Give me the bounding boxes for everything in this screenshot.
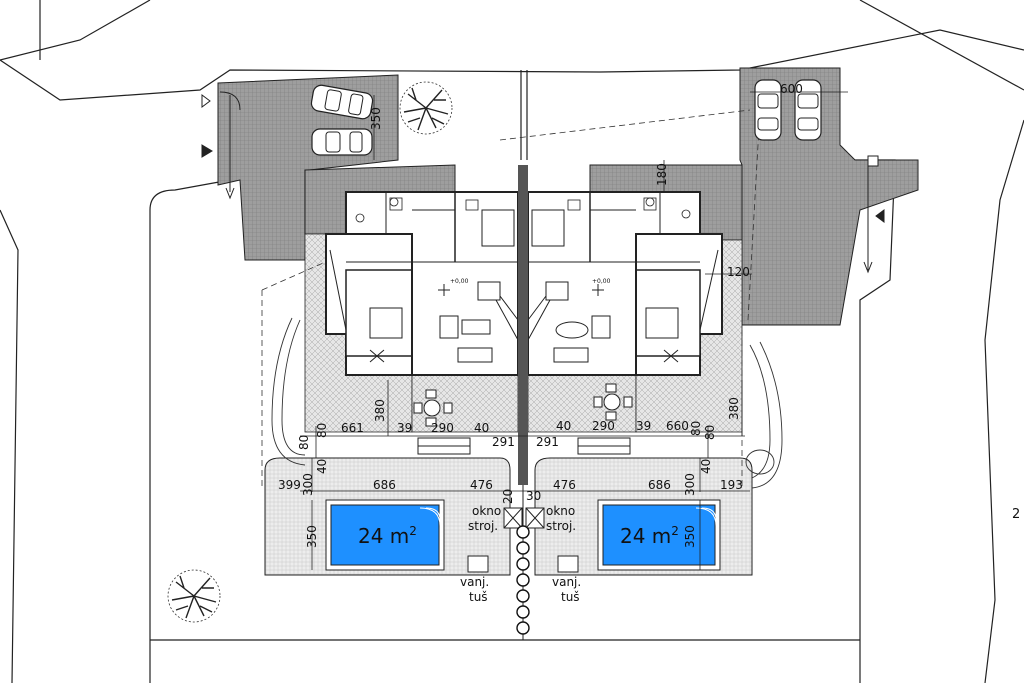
outdoor-table-left <box>413 389 453 427</box>
outdoor-table-right <box>593 383 633 421</box>
dim-row1: 39 <box>397 421 412 435</box>
dim-v40-left: 40 <box>315 459 329 474</box>
dim-row1: 290 <box>431 421 454 435</box>
machine-room-right <box>525 507 545 529</box>
dim-mid-left: 291 <box>492 435 515 449</box>
dim-row2: 399 <box>278 478 301 492</box>
pool-area-labels: 24 m2 24 m2 <box>358 524 679 548</box>
dim-terrace-depth-left: 380 <box>373 399 387 422</box>
dim-top-right: 180 <box>655 163 669 186</box>
shower-left-line2: tuš <box>469 590 488 604</box>
dim-pool-depth-left: 350 <box>305 525 319 548</box>
dim-v300-left: 300 <box>301 473 315 496</box>
gate-right <box>863 155 885 274</box>
dim-row2: 686 <box>648 478 671 492</box>
dimension-lines <box>300 91 848 570</box>
dim-side-80: 80 <box>703 425 717 440</box>
dim-right-side: 120 <box>727 265 750 279</box>
shower-boxes <box>467 555 579 573</box>
dim-row2: 686 <box>373 478 396 492</box>
machine-room-left-line2: stroj. <box>468 519 498 533</box>
level-right: +0,00 <box>592 278 611 285</box>
dim-row2: 193 <box>720 478 743 492</box>
pool-left <box>325 499 445 571</box>
dim-row2: 20 <box>501 489 515 504</box>
house-left <box>325 191 519 376</box>
machine-room-left <box>503 507 523 529</box>
dim-side-80: 80 <box>315 423 329 438</box>
dim-row1: 39 <box>636 419 651 433</box>
garden-paths <box>271 317 783 489</box>
dim-row2: 476 <box>470 478 493 492</box>
car-left-bottom <box>311 128 373 156</box>
dimension-labels: 350 600 180 120 380 380 661 39 290 40 40… <box>278 82 803 548</box>
dim-row2: 476 <box>553 478 576 492</box>
dim-v300-right: 300 <box>683 473 697 496</box>
dim-mid-right: 291 <box>536 435 559 449</box>
house-right <box>527 191 723 376</box>
dim-side-80: 80 <box>297 435 311 450</box>
hedge <box>516 525 530 635</box>
machine-room-left-line1: okno <box>472 504 501 518</box>
shower-labels: vanj. tuš vanj. tuš <box>460 575 581 604</box>
gate-left <box>201 91 241 200</box>
machine-room-right-line1: okno <box>546 504 575 518</box>
dim-row1: 40 <box>474 421 489 435</box>
dim-row1: 661 <box>341 421 364 435</box>
dim-row1: 290 <box>592 419 615 433</box>
machine-room-labels: okno stroj. okno stroj. <box>468 504 576 533</box>
car-right-a <box>754 79 782 141</box>
tree-top <box>399 81 453 135</box>
pool-area-left: 24 m2 <box>358 524 417 548</box>
level-left: +0,00 <box>450 278 469 285</box>
dim-row1: 660 <box>666 419 689 433</box>
dim-terrace-depth-right: 380 <box>727 397 741 420</box>
dim-row1: 40 <box>556 419 571 433</box>
dim-v40-right: 40 <box>699 459 713 474</box>
margin-mark: 2 <box>1012 507 1020 522</box>
parking-right <box>739 67 919 326</box>
dim-row2: 30 <box>526 489 541 503</box>
shower-left-line1: vanj. <box>460 575 489 589</box>
dim-parking-left: 350 <box>369 107 383 130</box>
steps <box>417 437 631 455</box>
tree-bottom <box>167 569 221 623</box>
pool-area-right: 24 m2 <box>620 524 679 548</box>
dim-pool-depth-right: 350 <box>683 525 697 548</box>
shower-right-line1: vanj. <box>552 575 581 589</box>
dim-side-80: 80 <box>689 421 703 436</box>
level-markers: +0,00 +0,00 <box>438 278 611 296</box>
shower-right-line2: tuš <box>561 590 580 604</box>
machine-room-right-line2: stroj. <box>546 519 576 533</box>
dim-parking-right: 600 <box>780 82 803 96</box>
